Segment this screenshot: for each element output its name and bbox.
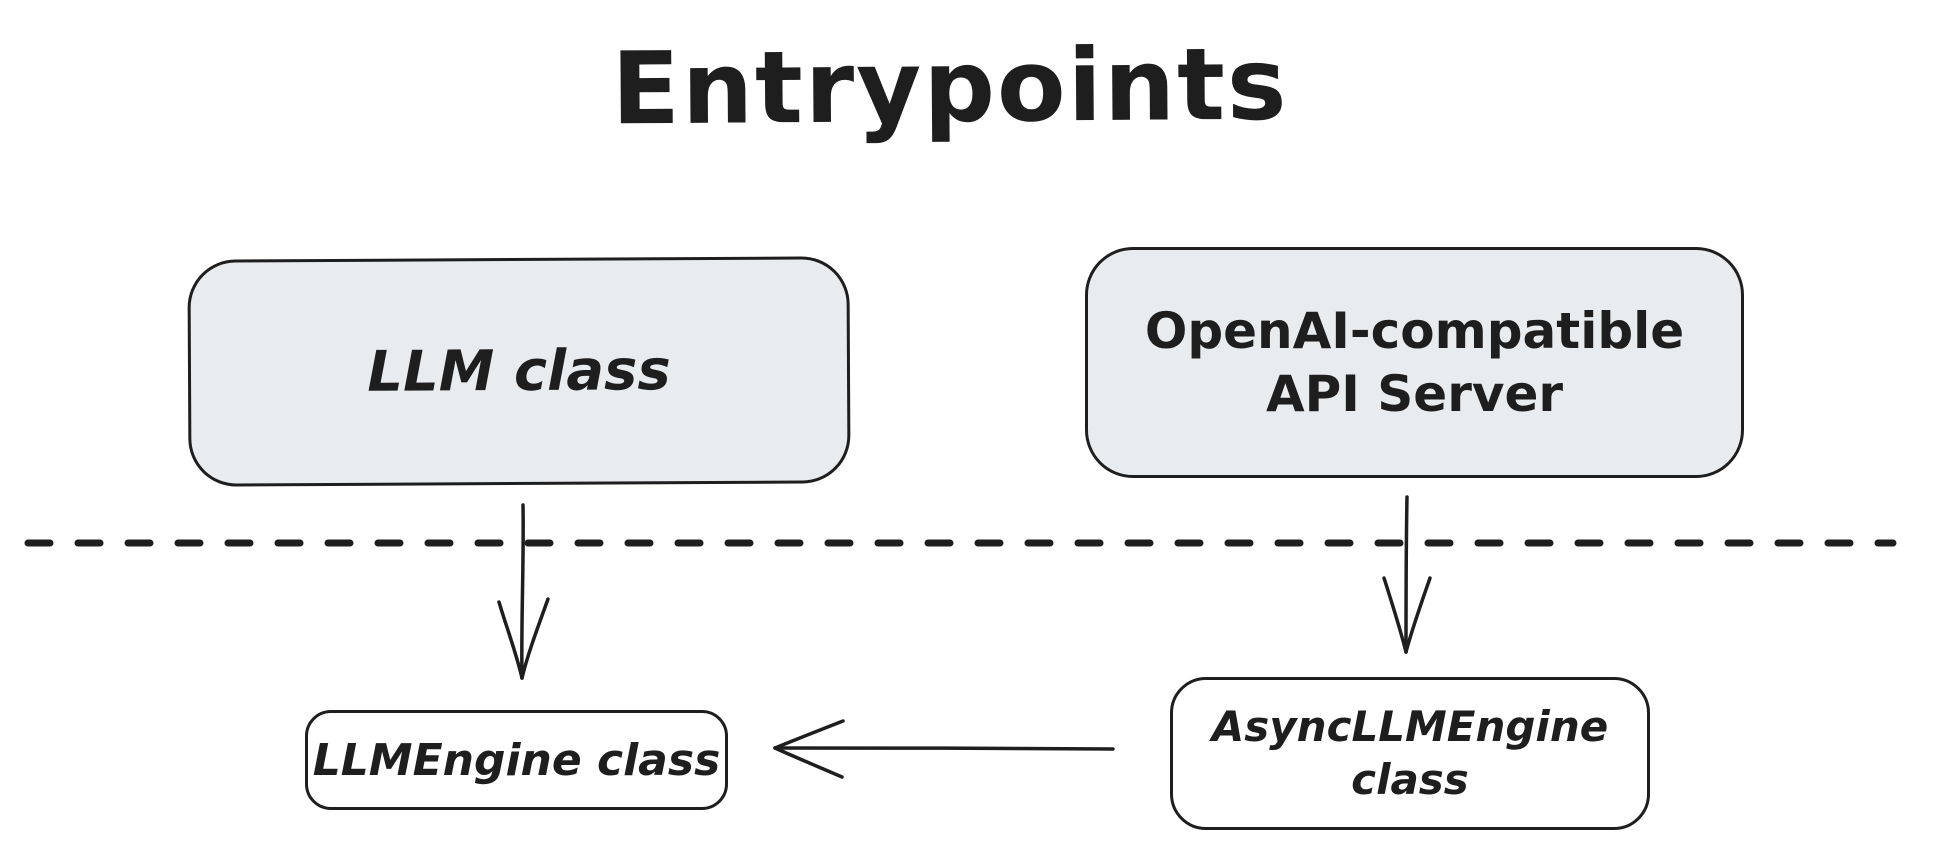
box-llm-class: LLM class <box>187 256 851 487</box>
box-llm-engine-class-label: LLMEngine class <box>312 734 721 786</box>
box-openai-line1: OpenAI-compatible <box>1144 302 1685 360</box>
box-llm-engine-class: LLMEngine class <box>305 710 728 810</box>
diagram-title: Entrypoints <box>611 25 1289 148</box>
box-llm-class-label: LLM class <box>367 337 671 405</box>
box-async-line1: AsyncLLMEngine <box>1211 702 1609 751</box>
box-openai-api-server: OpenAI-compatible API Server <box>1085 247 1744 478</box>
arrow-llm-to-llmengine <box>497 503 550 680</box>
arrow-asyncengine-to-llmengine <box>773 719 1115 779</box>
box-async-llm-engine-class: AsyncLLMEngine class <box>1170 677 1650 830</box>
arrow-openai-to-asyncengine <box>1382 495 1432 654</box>
box-openai-line2: API Server <box>1265 364 1564 423</box>
box-async-line2: class <box>1351 754 1469 804</box>
box-openai-api-server-label: OpenAI-compatible API Server <box>1145 300 1684 425</box>
box-async-llm-engine-label: AsyncLLMEngine class <box>1212 701 1608 806</box>
